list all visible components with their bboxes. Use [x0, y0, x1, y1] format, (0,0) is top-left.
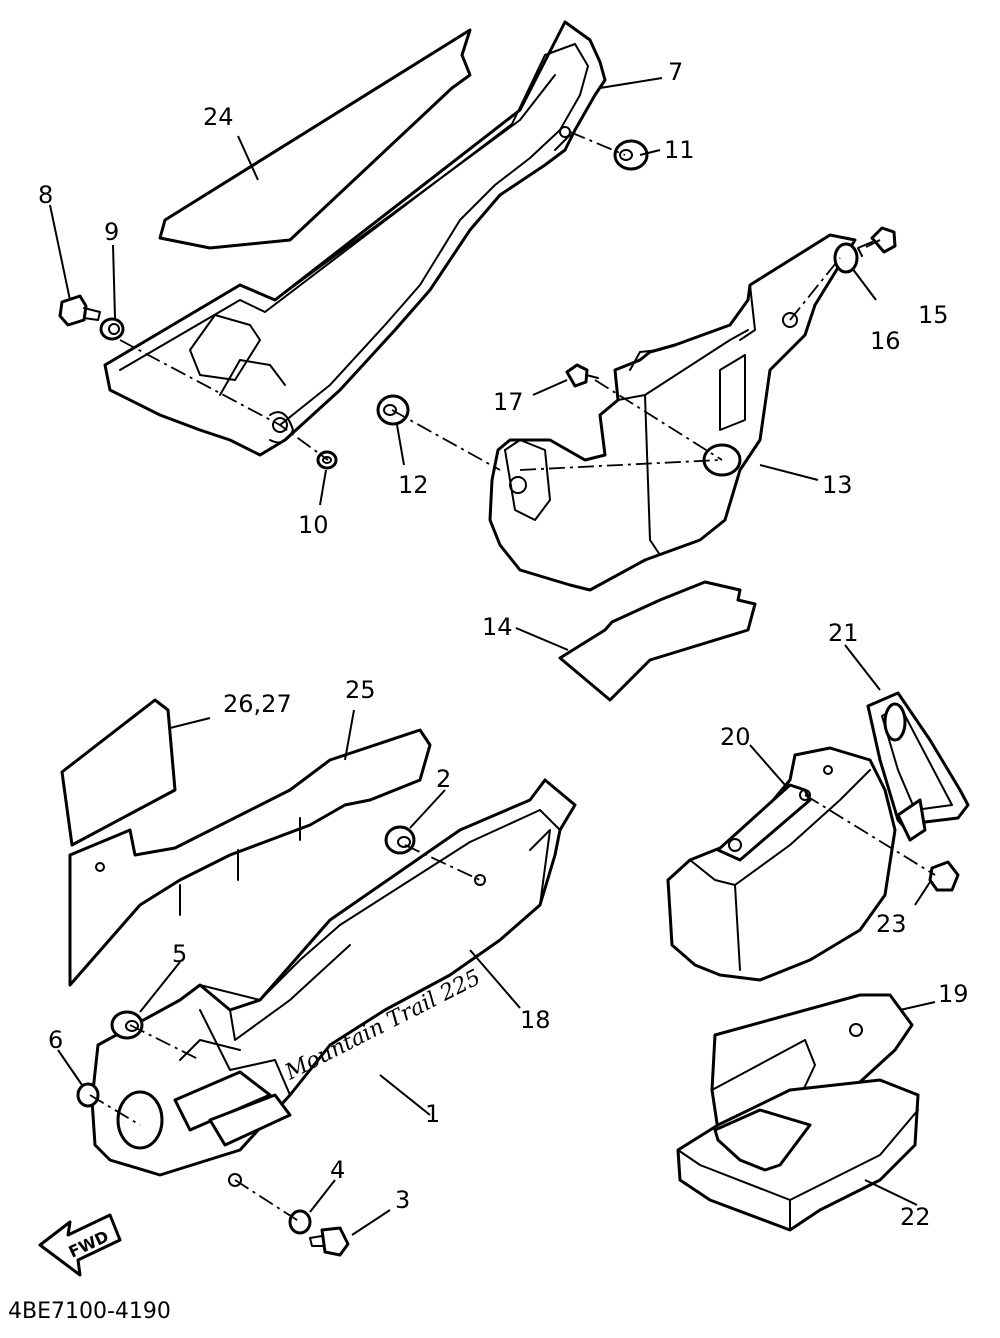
- label-2: 2: [436, 765, 451, 793]
- label-11: 11: [664, 136, 695, 164]
- part-13-bracket: [488, 233, 857, 592]
- label-15: 15: [918, 301, 949, 329]
- label-8: 8: [38, 181, 53, 209]
- label-17: 17: [493, 388, 524, 416]
- part-6-washer: [76, 1082, 100, 1108]
- label-12: 12: [398, 471, 429, 499]
- part-24-decal: [158, 28, 472, 250]
- label-5: 5: [172, 940, 187, 968]
- label-6: 6: [48, 1026, 63, 1054]
- label-18: 18: [520, 1006, 551, 1034]
- label-3: 3: [395, 1186, 410, 1214]
- label-10: 10: [298, 511, 329, 539]
- part-20-tool-box: [666, 746, 897, 982]
- part-3-bolt: [309, 1226, 350, 1257]
- part-26-27-decal: [60, 698, 177, 847]
- part-21-strap: [866, 691, 970, 842]
- label-25: 25: [345, 676, 376, 704]
- part-17-bolt: [565, 363, 599, 388]
- part-7-upper-side-cover: [103, 20, 607, 457]
- part-16-washer: [833, 242, 859, 274]
- part-25-decal: [68, 728, 432, 987]
- part-14-plate: [558, 580, 757, 702]
- label-24: 24: [203, 103, 234, 131]
- part-8-bolt: [58, 294, 101, 327]
- label-7: 7: [668, 58, 683, 86]
- fwd-arrow: FWD: [38, 1213, 122, 1277]
- label-22: 22: [900, 1203, 931, 1231]
- part-11-grommet: [613, 139, 649, 171]
- label-16: 16: [870, 327, 901, 355]
- drawing-code: 4BE7100-4190: [8, 1299, 171, 1324]
- alignment-lines: [89, 131, 936, 1223]
- part-22-case: [676, 1078, 920, 1232]
- part-2-grommet: [384, 825, 416, 855]
- label-13: 13: [822, 471, 853, 499]
- label-14: 14: [482, 613, 513, 641]
- label-21: 21: [828, 619, 859, 647]
- label-4: 4: [330, 1156, 345, 1184]
- label-9: 9: [104, 218, 119, 246]
- part-5-grommet: [110, 1010, 144, 1040]
- label-23: 23: [876, 910, 907, 938]
- label-20: 20: [720, 723, 751, 751]
- part-23-bolt: [928, 860, 960, 892]
- part-15-bolt: [857, 226, 897, 257]
- leader-lines: [49, 77, 936, 1236]
- label-1: 1: [425, 1100, 440, 1128]
- part-4-washer: [288, 1209, 312, 1235]
- label-26-27: 26,27: [223, 690, 292, 718]
- label-19: 19: [938, 980, 969, 1008]
- part-9-collar: [99, 317, 125, 341]
- part-labels: 7 11 24 8 9 10 12 15 16 17 13 14 21 20 2…: [38, 58, 969, 1231]
